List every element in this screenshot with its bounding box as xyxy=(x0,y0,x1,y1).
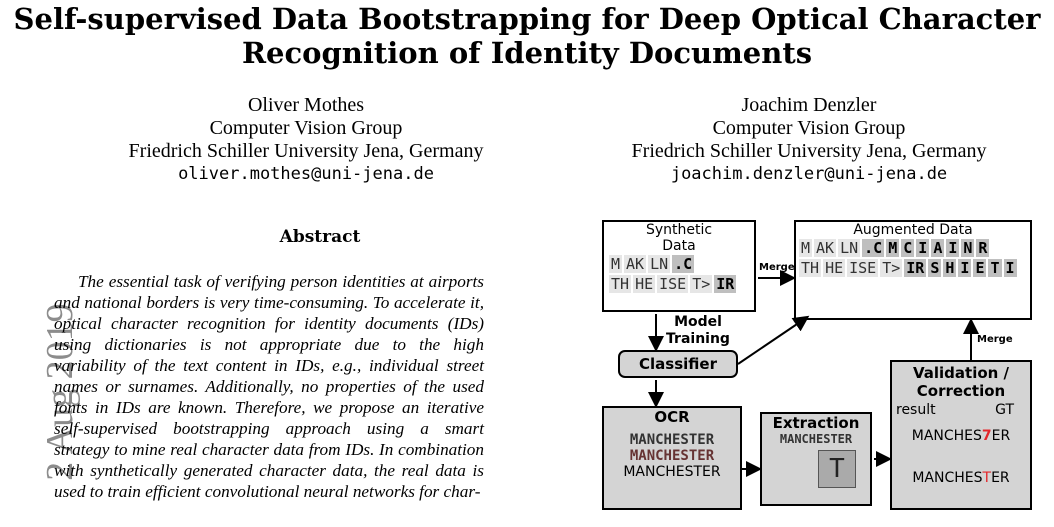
ocr-box: OCR MANCHESTER MANCHESTER MANCHESTER xyxy=(602,406,742,510)
validation-box: Validation / Correction result GT MANCHE… xyxy=(890,360,1032,510)
merge-label-2: Merge xyxy=(977,334,1013,345)
classifier-box: Classifier xyxy=(618,350,738,378)
abstract-heading: Abstract xyxy=(279,227,361,247)
abstract-text: The essential task of verifying person i… xyxy=(54,272,484,501)
author-2-email[interactable]: joachim.denzler@uni-jena.de xyxy=(670,164,948,184)
paper-title: Self-supervised Data Bootstrapping for D… xyxy=(0,2,1054,70)
merge-label-1: Merge xyxy=(759,262,795,273)
extraction-box: Extraction MANCHESTER T xyxy=(760,412,872,506)
validation-word-correct: MANCHESTER xyxy=(912,470,1010,486)
model-training-label: Model Training xyxy=(666,314,730,347)
validation-word-wrong: MANCHES7ER xyxy=(911,428,1011,444)
author-2: Joachim Denzler Computer Vision Group Fr… xyxy=(589,94,1029,186)
extracted-char-preview: T xyxy=(818,450,856,488)
title-line-2: Recognition of Identity Documents xyxy=(241,36,813,70)
author-1: Oliver Mothes Computer Vision Group Frie… xyxy=(86,94,526,186)
title-line-1: Self-supervised Data Bootstrapping for D… xyxy=(13,2,1041,36)
author-1-email[interactable]: oliver.mothes@uni-jena.de xyxy=(178,164,434,184)
